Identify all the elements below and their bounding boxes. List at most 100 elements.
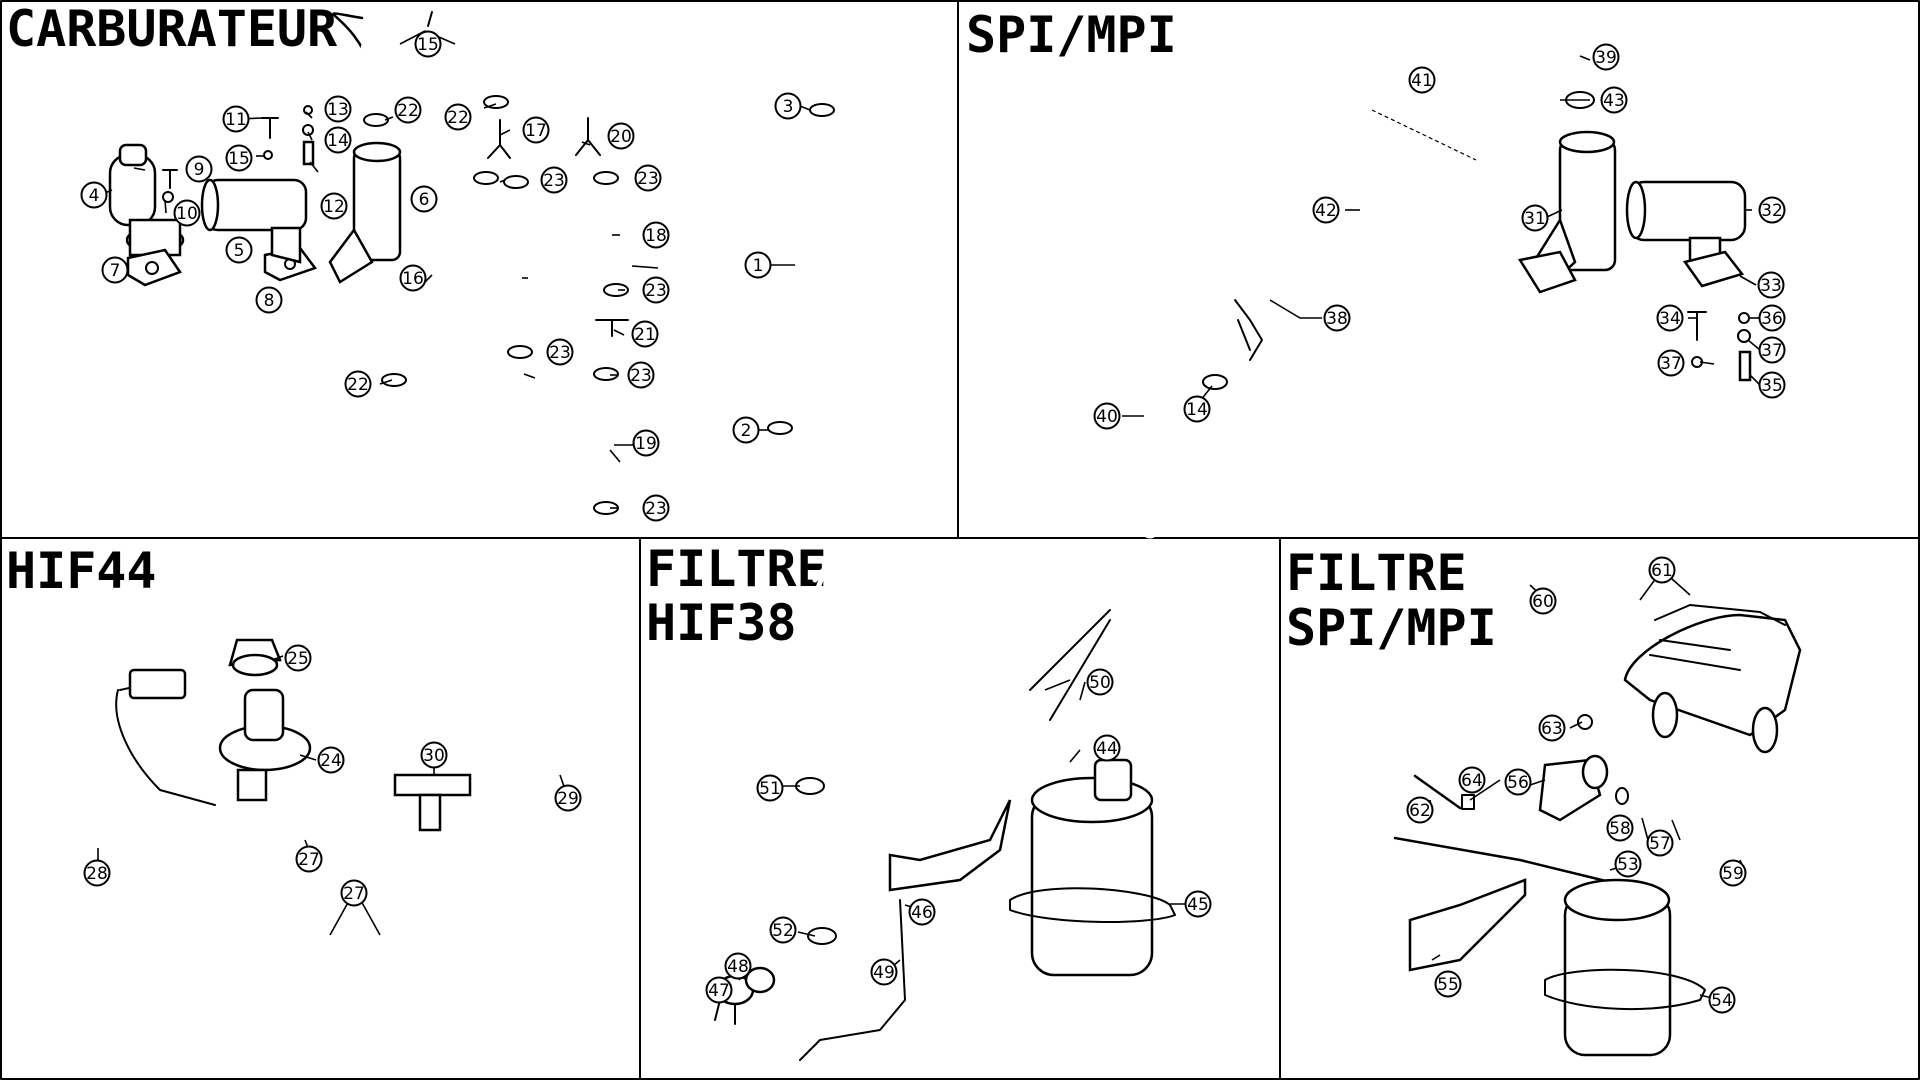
part-number-label: 16	[402, 269, 424, 289]
part-number-label: 17	[525, 121, 547, 141]
callout-circle	[399, 264, 427, 292]
callout-circle	[1093, 402, 1121, 430]
callout-circle	[1504, 768, 1532, 796]
part-number-label: 41	[1411, 71, 1433, 91]
filtre-hif38-parts	[714, 557, 1176, 1061]
part-number-label: 45	[1187, 895, 1209, 915]
callout-circle	[225, 236, 253, 264]
part-number-label: 57	[1649, 834, 1671, 854]
callout-circle	[414, 30, 442, 58]
callout-circle	[1408, 66, 1436, 94]
part-number-label: 21	[634, 325, 656, 345]
part-number-label: 51	[759, 779, 781, 799]
part-number-label: 27	[343, 884, 365, 904]
part-number-label: 23	[645, 499, 667, 519]
part-number-label: 18	[645, 226, 667, 246]
part-number-label: 42	[1315, 201, 1337, 221]
part-number-label: 31	[1524, 209, 1546, 229]
part-number-label: 6	[419, 190, 430, 210]
part-number-label: 10	[176, 204, 198, 224]
part-number-label: 52	[772, 921, 794, 941]
callout-circle	[1086, 668, 1114, 696]
panel-title-carburateur: CARBURATEUR	[6, 0, 338, 58]
callout-circle	[1758, 336, 1786, 364]
callout-circle	[222, 105, 250, 133]
callout-circle	[631, 320, 659, 348]
part-number-label: 36	[1761, 309, 1783, 329]
part-number-label: 56	[1507, 773, 1529, 793]
callout-circle	[642, 221, 670, 249]
part-number-label: 15	[228, 149, 250, 169]
callout-circle	[1646, 829, 1674, 857]
callout-circle	[420, 741, 448, 769]
part-number-label: 23	[549, 343, 571, 363]
callout-circle	[1592, 43, 1620, 71]
carburateur-parts	[108, 7, 835, 515]
callout-circle	[642, 276, 670, 304]
callout-circle	[540, 166, 568, 194]
part-number-label: 46	[911, 903, 933, 923]
panel-title-filtre-spi-mpi-line2: SPI/MPI	[1286, 599, 1497, 657]
callout-circle	[83, 859, 111, 887]
callout-circle	[255, 286, 283, 314]
part-number-label: 39	[1595, 48, 1617, 68]
callout-circle	[756, 774, 784, 802]
callout-circle	[1758, 196, 1786, 224]
callout-circle	[732, 416, 760, 444]
part-number-label: 14	[327, 131, 349, 151]
callout-circle	[317, 746, 345, 774]
callout-circle	[724, 952, 752, 980]
leader-lines	[97, 30, 1761, 1001]
part-number-label: 53	[1617, 855, 1639, 875]
part-number-label: 22	[447, 108, 469, 128]
part-number-label: 59	[1722, 864, 1744, 884]
part-number-label: 64	[1461, 771, 1483, 791]
callout-circle	[634, 164, 662, 192]
part-number-label: 48	[727, 957, 749, 977]
part-number-label: 3	[783, 97, 794, 117]
filtre-spi-mpi-parts	[1393, 558, 1802, 1057]
callout-circle	[1529, 587, 1557, 615]
part-number-label: 12	[323, 197, 345, 217]
part-number-label: 55	[1437, 975, 1459, 995]
callout-circle	[522, 116, 550, 144]
part-number-label: 44	[1096, 739, 1118, 759]
part-number-label: 23	[637, 169, 659, 189]
callout-circle	[1758, 304, 1786, 332]
part-number-label: 13	[327, 100, 349, 120]
callout-circle	[908, 898, 936, 926]
callout-circle	[444, 103, 472, 131]
callout-circle	[1657, 349, 1685, 377]
part-number-label: 24	[320, 751, 342, 771]
part-number-label: 43	[1603, 91, 1625, 111]
panel-title-filtre-spi-mpi-line1: FILTRE	[1286, 544, 1467, 602]
callout-circle	[769, 916, 797, 944]
part-number-label: 35	[1761, 376, 1783, 396]
part-number-label: 58	[1609, 819, 1631, 839]
callout-circle	[1458, 766, 1486, 794]
callout-circle	[642, 494, 670, 522]
callout-circle	[410, 185, 438, 213]
part-number-label: 60	[1532, 592, 1554, 612]
part-number-label: 30	[423, 746, 445, 766]
part-number-label: 9	[194, 160, 205, 180]
callout-circle	[1183, 395, 1211, 423]
callout-circle	[320, 192, 348, 220]
callout-circle	[870, 958, 898, 986]
part-number-label: 28	[86, 864, 108, 884]
part-number-label: 29	[557, 789, 579, 809]
callout-circle	[284, 644, 312, 672]
part-number-label: 22	[347, 375, 369, 395]
panel-title-filtre-hif38-line1: FILTRE	[646, 540, 827, 598]
part-number-label: 38	[1326, 309, 1348, 329]
part-number-label: 63	[1541, 719, 1563, 739]
callout-circle	[344, 370, 372, 398]
callout-circle	[1600, 86, 1628, 114]
callout-circle	[632, 429, 660, 457]
callout-circle	[554, 784, 582, 812]
panel-title-spi-mpi: SPI/MPI	[966, 6, 1177, 64]
part-number-label: 23	[645, 281, 667, 301]
